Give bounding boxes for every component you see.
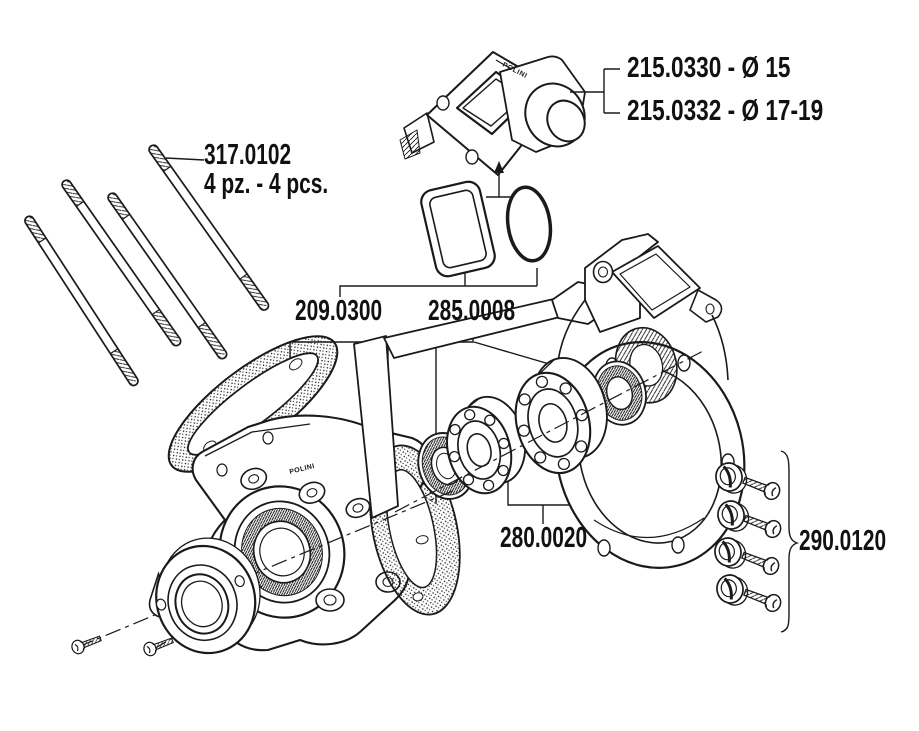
reed-gasket-drawing xyxy=(420,180,496,278)
leader-studs xyxy=(165,157,205,161)
cover-screw xyxy=(69,631,104,657)
part-number-manifold-d15: 215.0330 - Ø 15 xyxy=(627,52,791,84)
part-number-manifold-d17-19: 215.0332 - Ø 17-19 xyxy=(627,95,824,127)
part-number-gasket-set: 209.0300 xyxy=(295,295,383,327)
part-number-studs: 317.0102 xyxy=(204,139,292,171)
seal-cover-drawing xyxy=(148,537,261,655)
part-number-bearings: 280.0020 xyxy=(500,522,588,554)
assembly-arrow xyxy=(486,161,512,198)
base-gasket-drawing xyxy=(167,335,339,473)
part-quantity-studs: 4 pz. - 4 pcs. xyxy=(204,168,329,200)
manifold-drawing: POLINI xyxy=(399,51,586,176)
cover-screw xyxy=(141,633,176,659)
o-ring-drawing xyxy=(505,185,553,263)
part-number-oil-seals: 285.0008 xyxy=(428,295,516,327)
part-number-fasteners: 290.0120 xyxy=(799,525,887,557)
fastener-set-drawing xyxy=(710,458,784,615)
brace-fasteners xyxy=(780,450,800,633)
bearing-large-drawing xyxy=(514,357,608,475)
